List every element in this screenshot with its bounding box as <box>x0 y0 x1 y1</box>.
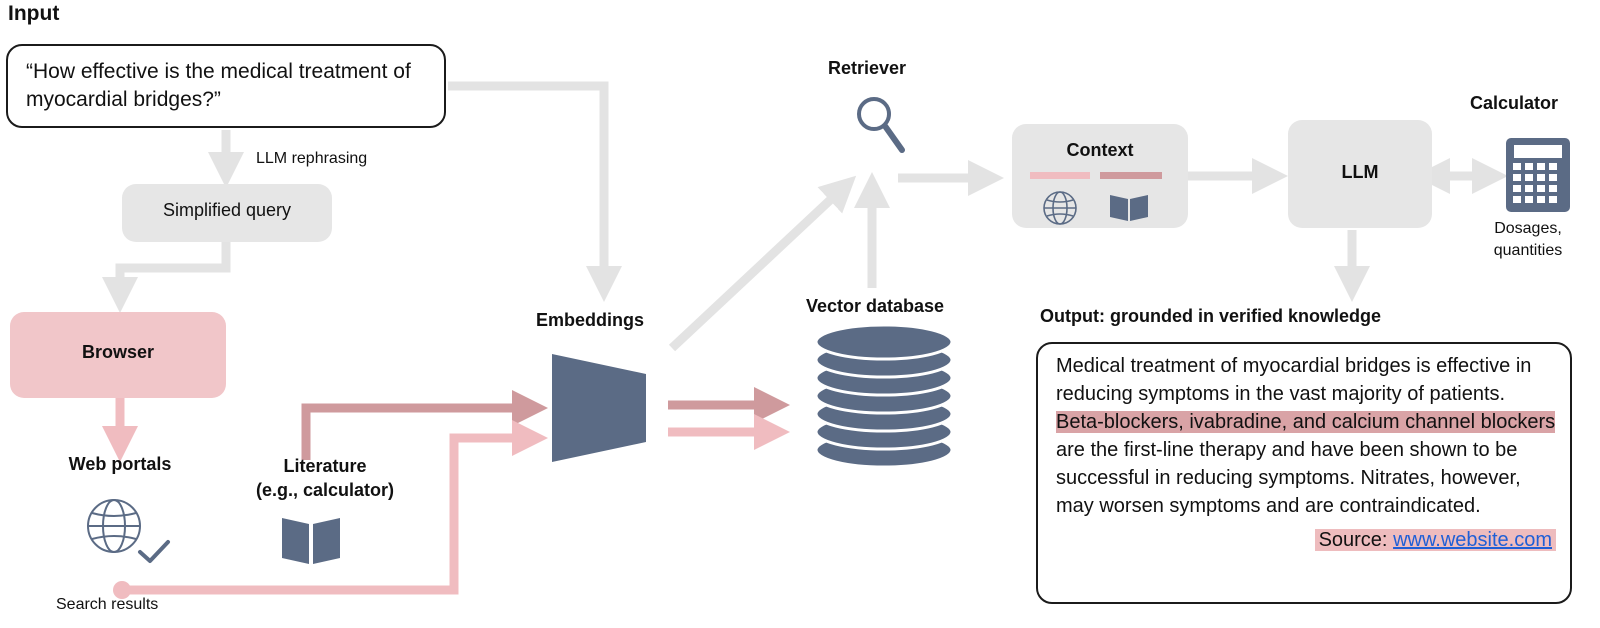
literature-line-2: (e.g., calculator) <box>255 480 395 500</box>
web-portals-label: Web portals <box>68 454 172 474</box>
literature-label: Literature (e.g., calculator) <box>250 454 400 502</box>
query-box: “How effective is the medical treatment … <box>6 44 446 128</box>
simplified-query-box <box>122 184 332 242</box>
dosages-line-1: Dosages, <box>1494 220 1562 237</box>
source-link[interactable]: www.website.com <box>1393 529 1552 551</box>
calculator-icon <box>1506 138 1570 212</box>
arrow-embeddings-to-retriever <box>668 175 857 352</box>
browser-label: Browser <box>81 342 155 362</box>
calculator-label: Calculator <box>1470 93 1559 113</box>
search-icon <box>857 97 905 153</box>
output-heading: Output: grounded in verified knowledge <box>1040 306 1381 326</box>
database-icon <box>814 323 954 469</box>
output-text-1: Medical treatment of myocardial bridges … <box>1056 355 1532 405</box>
llm-box <box>1288 120 1432 228</box>
input-heading: Input <box>8 2 60 25</box>
arrow-simplified-to-browser <box>102 242 231 313</box>
checkmark-icon <box>138 540 170 563</box>
funnel-icon <box>552 354 646 462</box>
output-box: Medical treatment of myocardial bridges … <box>1036 342 1572 604</box>
book-icon <box>1110 195 1148 221</box>
simplified-query-label: Simplified query <box>162 200 292 220</box>
llm-label: LLM <box>1341 162 1379 182</box>
dosages-line-2: quantities <box>1493 242 1563 259</box>
globe-icon <box>1043 191 1077 225</box>
source-line: Source: www.website.com <box>1056 526 1556 554</box>
context-web-bar <box>1030 172 1090 179</box>
search-results-dot <box>113 581 131 599</box>
arrow-search-results-to-embeddings <box>122 420 548 595</box>
llm-rephrasing-label: LLM rephrasing <box>256 150 368 167</box>
output-text-2: are the first-line therapy and have been… <box>1056 439 1521 517</box>
retriever-label: Retriever <box>828 58 907 78</box>
vector-database-label: Vector database <box>806 296 945 316</box>
arrow-literature-to-embeddings <box>301 390 548 460</box>
embeddings-label: Embeddings <box>536 310 645 330</box>
literature-line-1: Literature <box>283 456 367 476</box>
context-label: Context <box>1066 140 1134 160</box>
arrow-input-to-embeddings <box>448 81 622 302</box>
query-text: “How effective is the medical treatment … <box>26 60 411 111</box>
output-highlight: Beta-blockers, ivabradine, and calcium c… <box>1056 411 1556 433</box>
output-text: Medical treatment of myocardial bridges … <box>1056 352 1556 520</box>
source-highlight: Source: www.website.com <box>1314 529 1556 551</box>
search-results-label: Search results <box>56 596 159 613</box>
context-lit-bar <box>1100 172 1162 179</box>
book-icon <box>282 518 340 564</box>
dosages-label: Dosages, quantities <box>1470 218 1586 262</box>
browser-box <box>10 312 226 398</box>
globe-icon <box>87 499 141 553</box>
source-label: Source: <box>1318 529 1388 551</box>
